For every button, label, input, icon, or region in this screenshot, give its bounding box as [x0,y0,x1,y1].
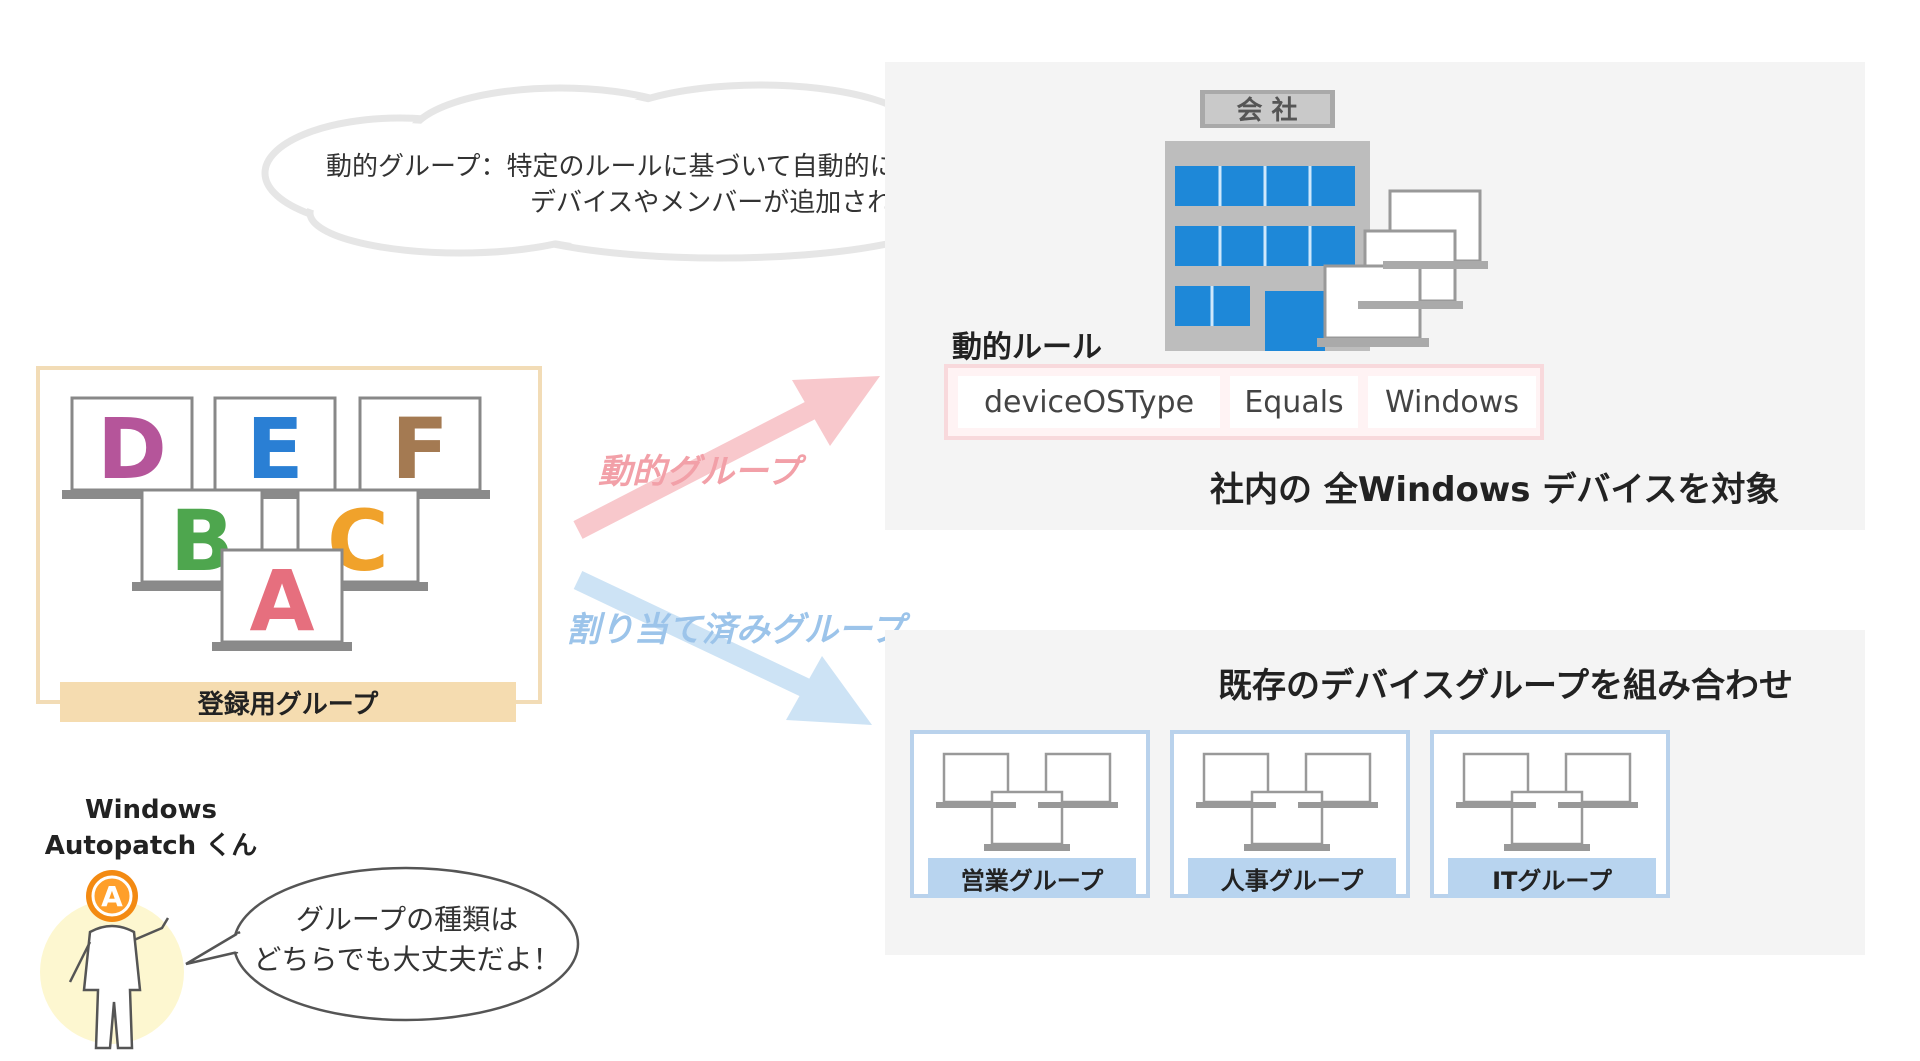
speech-line-1: グループの種類は [295,903,519,936]
laptop-base-3 [132,582,272,591]
dynamic-rule-heading: 動的ルール [952,330,1102,365]
subgroup-sales: 営業グループ [910,730,1150,898]
assigned-arrow [573,570,872,725]
sales-group-label: 営業グループ [928,858,1136,898]
device-letter-2: F [391,400,448,498]
speech-bubble [185,866,580,1022]
character-name-line-1: Windows [84,795,218,825]
laptop-screen-2 [358,396,482,492]
laptop-screen-5 [220,548,344,644]
laptop-base-1 [205,490,345,499]
building-sign: 会 社 [1236,95,1297,126]
laptop-base-0 [62,490,202,499]
hr-devices-icon [1196,752,1378,851]
registration-group-label: 登録用グループ [60,682,516,722]
autopatch-character-icon: A [40,870,184,1050]
dynamic-group-arrow-label: 動的グループ [598,452,800,492]
dynamic-arrow [573,376,880,539]
it-devices-icon [1456,752,1638,851]
laptop-screen-0 [70,396,194,492]
it-group-label: ITグループ [1448,858,1656,898]
device-letter-5: A [249,552,314,650]
laptop-base-2 [350,490,490,499]
dynamic-target-text: 社内の 全Windows デバイスを対象 [1210,470,1780,510]
company-building-icon: 会 社 [1165,90,1488,351]
character-badge: A [101,880,123,913]
cloud-line-1: 動的グループ：特定のルールに基づいて自動的に [326,152,896,182]
rule-value: Windows [1368,376,1536,428]
subgroup-hr: 人事グループ [1170,730,1410,898]
rule-attribute: deviceOSType [958,376,1220,428]
assigned-group-arrow-label: 割り当て済みグループ [566,610,904,650]
dynamic-rule-box: deviceOSType Equals Windows [944,364,1544,440]
speech-line-2: どちらでも大丈夫だよ！ [253,943,561,976]
device-letter-1: E [246,400,303,498]
character-name-line-2: Autopatch くん [44,831,258,861]
hr-group-label: 人事グループ [1188,858,1396,898]
laptop-base-5 [212,642,352,651]
rule-operator: Equals [1230,376,1358,428]
group-type-arrows [573,376,880,725]
laptop-base-4 [288,582,428,591]
character-name: Windows Autopatch くん [36,792,266,864]
assigned-heading: 既存のデバイスグループを組み合わせ [1218,666,1793,706]
laptop-screen-1 [213,396,337,492]
sales-devices-icon [936,752,1118,851]
subgroup-it: ITグループ [1430,730,1670,898]
device-letter-0: D [97,400,167,498]
